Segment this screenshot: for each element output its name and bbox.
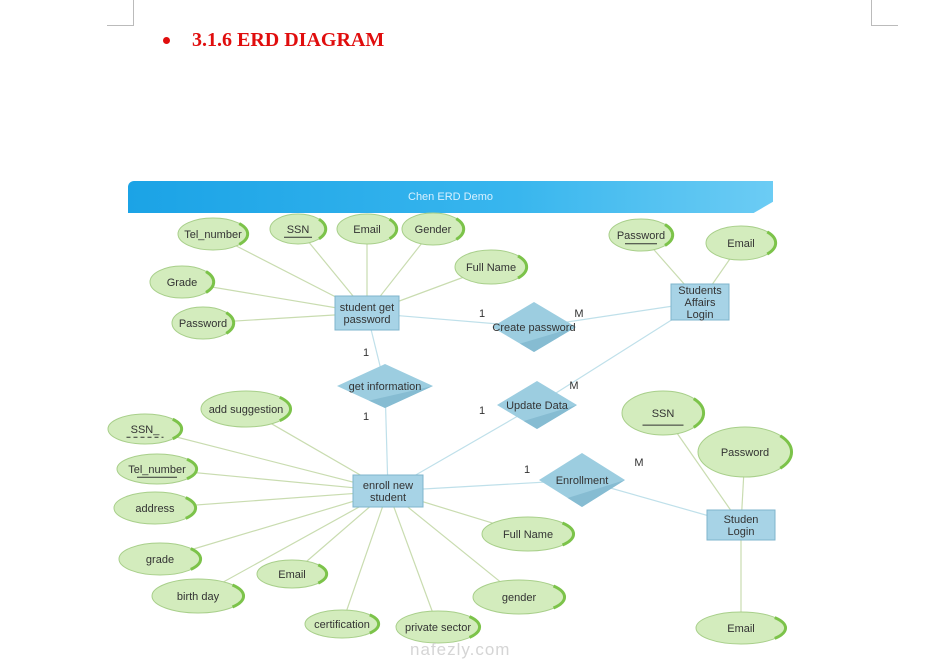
connector-line [144, 428, 389, 492]
node-label: Studen [724, 514, 759, 526]
attribute-add-suggestion[interactable]: add suggestion [200, 390, 293, 428]
attribute-gender[interactable]: gender [472, 579, 567, 615]
attribute-gender[interactable]: Gender [401, 212, 466, 246]
attribute-email[interactable]: Email [695, 611, 788, 645]
diagram-banner: Chen ERD Demo [128, 181, 773, 213]
banner-title: Chen ERD Demo [408, 191, 493, 203]
attribute-tel-number[interactable]: Tel_number [116, 453, 199, 485]
attribute-password[interactable]: Password [171, 306, 236, 340]
relationship-create-password[interactable]: Create password [492, 302, 576, 352]
node-label: Update Data [506, 400, 569, 412]
cardinality-label: 1 [363, 347, 369, 359]
cardinality-label: 1 [479, 308, 485, 320]
relationship-update-data[interactable]: Update Data [497, 381, 577, 429]
node-label: Create password [492, 322, 575, 334]
attribute-ssn-[interactable]: SSN_ [107, 413, 184, 445]
attribute-email[interactable]: Email [256, 559, 329, 589]
node-label: Email [727, 238, 755, 250]
node-label: address [135, 503, 175, 515]
node-label: Login [687, 309, 714, 321]
relationship-get-information[interactable]: get information [337, 364, 433, 408]
node-label: Enrollment [556, 475, 609, 487]
node-label: Login [728, 526, 755, 538]
node-label: student [370, 492, 406, 504]
node-label: Password [721, 447, 769, 459]
cardinality-label: M [569, 380, 578, 392]
attribute-email[interactable]: Email [336, 213, 399, 245]
node-label: Password [179, 318, 227, 330]
node-label: Email [353, 224, 381, 236]
node-label: Tel_number [184, 229, 242, 241]
connector-line [387, 490, 520, 598]
node-label: birth day [177, 591, 220, 603]
node-label: Email [278, 569, 306, 581]
node-label: Tel_number [128, 464, 186, 476]
node-label: gender [502, 592, 537, 604]
attribute-birth-day[interactable]: birth day [151, 578, 246, 614]
node-label: grade [146, 554, 174, 566]
node-label: Students [678, 285, 722, 297]
attribute-ssn[interactable]: SSN [621, 390, 706, 436]
node-label: Full Name [503, 529, 553, 541]
node-label: enroll new [363, 480, 413, 492]
cardinality-label: M [574, 308, 583, 320]
heading-text: 3.1.6 ERD DIAGRAM [192, 29, 385, 51]
connector-line [197, 490, 389, 597]
node-label: Gender [415, 224, 452, 236]
node-label: Email [727, 623, 755, 635]
node-label: password [343, 314, 390, 326]
node-label: Full Name [466, 262, 516, 274]
attribute-email[interactable]: Email [705, 225, 778, 261]
attribute-tel-number[interactable]: Tel_number [177, 217, 250, 251]
attribute-full-name[interactable]: Full Name [481, 516, 576, 552]
node-label: get information [349, 381, 422, 393]
node-label: add suggestion [209, 404, 284, 416]
cardinality-label: 1 [479, 405, 485, 417]
connector-line [341, 490, 389, 625]
node-label: Password [617, 230, 665, 242]
attribute-private-sector[interactable]: private sector [395, 610, 482, 644]
node-label: student get [340, 302, 394, 314]
connector-line [387, 490, 439, 628]
watermark: nafezly.com [410, 640, 511, 659]
node-label: Grade [167, 277, 198, 289]
bullet-icon [163, 37, 170, 44]
cardinality-label: 1 [363, 411, 369, 423]
attribute-full-name[interactable]: Full Name [454, 249, 529, 285]
page-corner-mark-left [107, 0, 134, 26]
attribute-grade[interactable]: grade [118, 542, 203, 576]
section-heading: 3.1.6 ERD DIAGRAM [163, 29, 384, 52]
attribute-password[interactable]: Password [697, 426, 794, 478]
connector-line [159, 490, 389, 560]
attribute-address[interactable]: address [113, 491, 198, 525]
node-label: certification [314, 619, 370, 631]
node-label: SSN [287, 224, 310, 236]
attribute-ssn[interactable]: SSN [269, 213, 328, 245]
cardinality-label: 1 [524, 464, 530, 476]
node-label: private sector [405, 622, 471, 634]
cardinality-label: M [634, 457, 643, 469]
attribute-certification[interactable]: certification [304, 609, 381, 639]
page-corner-mark-right [871, 0, 898, 26]
attribute-grade[interactable]: Grade [149, 265, 216, 299]
node-label: Affairs [685, 297, 716, 309]
node-label: SSN_ [131, 424, 161, 436]
relationship-enrollment[interactable]: Enrollment [539, 453, 625, 507]
node-label: SSN [652, 408, 675, 420]
attribute-password[interactable]: Password [608, 218, 675, 252]
